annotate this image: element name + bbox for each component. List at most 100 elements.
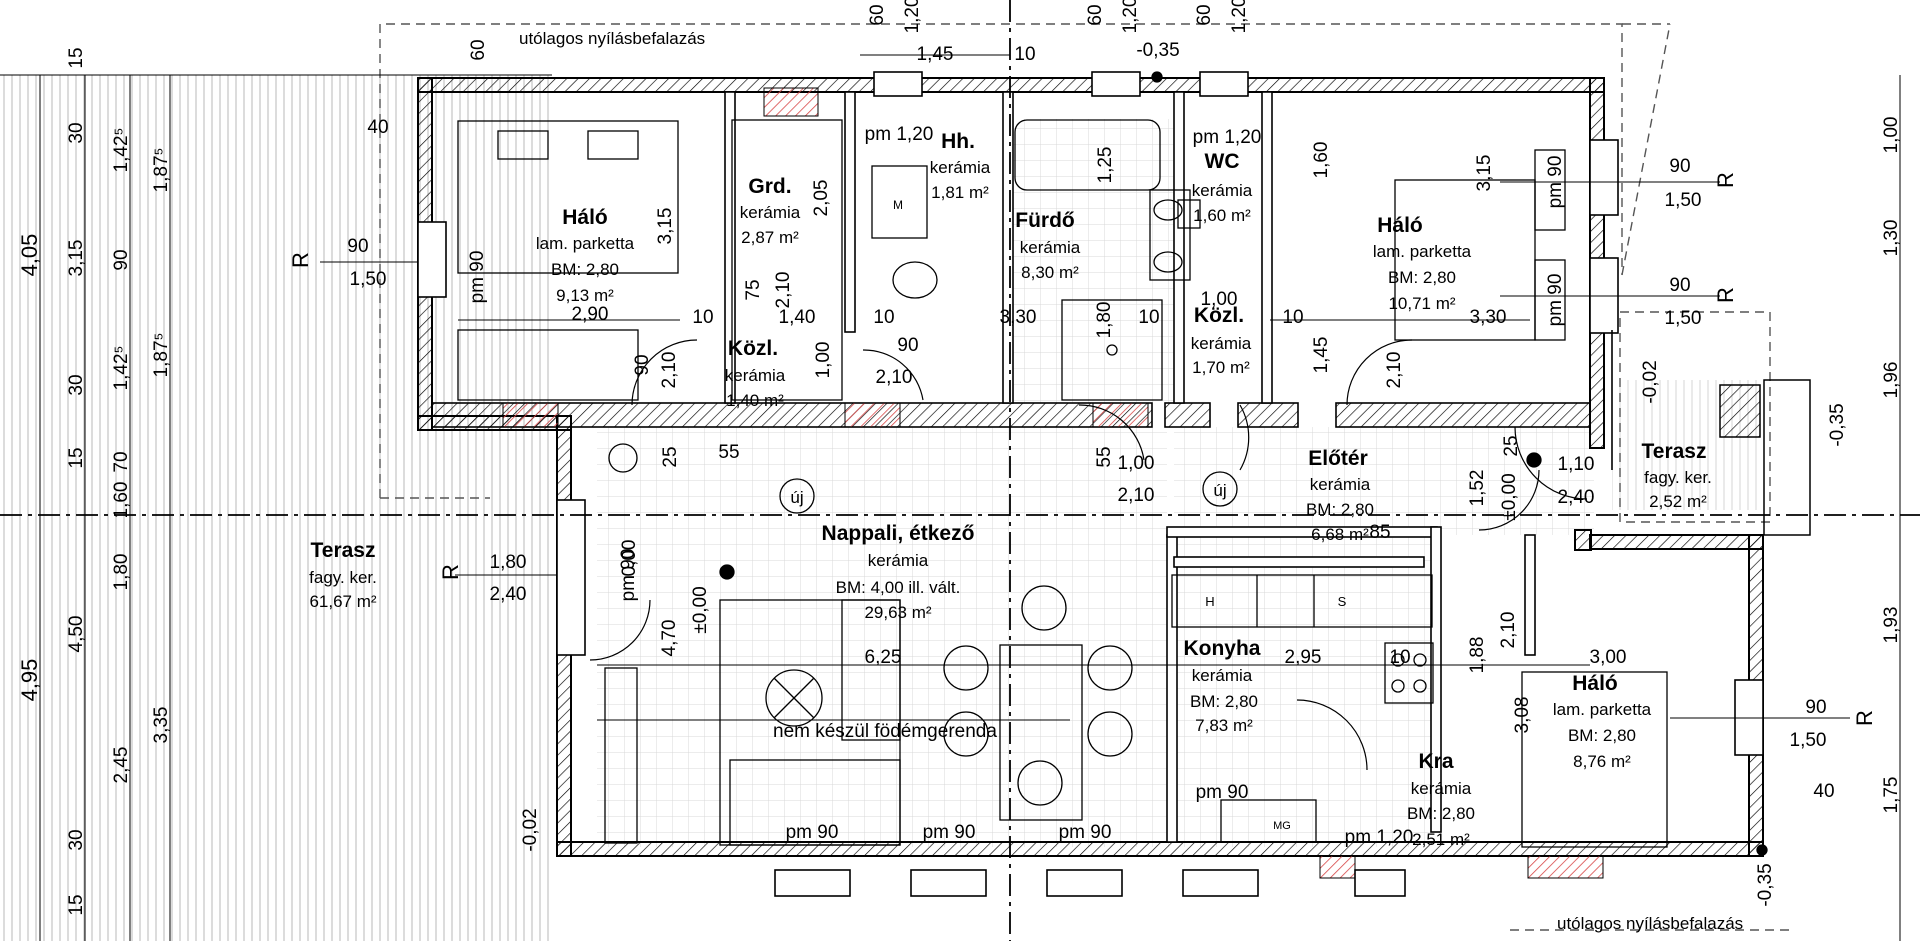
- room-kozl-1: Közl. kerámia 1,40 m²: [725, 337, 786, 410]
- dim-label: 1,45: [917, 44, 954, 65]
- dim-label: 1,10: [1558, 454, 1595, 475]
- room-area: 9,13 m²: [556, 286, 614, 305]
- dim-label: 55: [718, 442, 739, 463]
- dim-label: 2,10: [659, 352, 680, 389]
- dim-label: 70: [111, 451, 132, 472]
- horizontal-dims: 1,45 10 -0,35 40 40 pm 1,20 pm 1,20 pm 1…: [367, 40, 1834, 848]
- dim-label: 90: [111, 249, 132, 270]
- infill-marks: [502, 87, 1604, 879]
- room-area: 1,40 m²: [726, 391, 784, 410]
- dim-label: 2,10: [1498, 612, 1519, 649]
- room-terasz-2: Terasz fagy. ker. 2,52 m²: [1642, 440, 1712, 511]
- room-area: 2,87 m²: [741, 228, 799, 247]
- bath-tile-grid: [1012, 119, 1174, 404]
- dim-label: 90: [897, 335, 918, 356]
- dim-label: pm 90: [618, 549, 639, 602]
- dim-label: 30: [66, 122, 87, 143]
- room-name: Terasz: [311, 539, 376, 562]
- room-area: 7,83 m²: [1195, 716, 1253, 735]
- living-tile-grid: [597, 427, 1167, 847]
- room-height: BM: 2,80: [1568, 726, 1636, 745]
- room-kozl-2: Közl. kerámia 1,70 m²: [1191, 304, 1252, 377]
- room-height: BM: 2,80: [1407, 804, 1475, 823]
- room-name: Hh.: [941, 130, 975, 153]
- dim-label: 30: [66, 374, 87, 395]
- dim-label: 2,90: [572, 304, 609, 325]
- room-eloter: Előtér kerámia BM: 2,80 6,68 m²: [1306, 447, 1374, 544]
- dim-label: 2,95: [1285, 647, 1322, 668]
- room-name: Kra: [1418, 750, 1453, 773]
- vertical-dims: 60 1,20 60 1,20 60 1,20 60 3,15 3,15 2,0…: [468, 0, 1848, 907]
- dim-label: 1,80: [490, 552, 527, 573]
- dim-label: pm 90: [1545, 274, 1566, 327]
- room-material: kerámia: [1310, 475, 1371, 494]
- appliance-s: S: [1338, 594, 1347, 609]
- dim-label: 40: [1813, 781, 1834, 802]
- dim-label: 1,45: [1311, 337, 1332, 374]
- dim-label: pm 90: [1059, 822, 1112, 843]
- dim-label: -0,35: [1136, 40, 1179, 61]
- dim-label: -0,02: [1640, 360, 1661, 403]
- room-konyha: Konyha kerámia BM: 2,80 7,83 m²: [1183, 637, 1260, 735]
- room-name: Fürdő: [1015, 209, 1074, 232]
- furniture: [457, 119, 1668, 848]
- door-swings: [589, 339, 1588, 771]
- dim-label: 1,60: [1311, 142, 1332, 179]
- dim-label: 4,95: [17, 659, 42, 702]
- dim-label: pm 1,20: [1345, 827, 1414, 848]
- dim-label: 1,93: [1881, 607, 1902, 644]
- dim-label: 40: [367, 117, 388, 138]
- dim-label: 25: [660, 446, 681, 467]
- room-material: kerámia: [725, 366, 786, 385]
- dim-label: 3,30: [1000, 307, 1037, 328]
- level-markers: [719, 71, 1768, 856]
- room-halo-2: Háló lam. parketta BM: 2,80 10,71 m²: [1373, 214, 1472, 313]
- room-material: fagy. ker.: [1644, 468, 1712, 487]
- dim-label: 1,00: [1881, 117, 1902, 154]
- room-height: BM: 2,80: [1190, 692, 1258, 711]
- room-material: kerámia: [1411, 779, 1472, 798]
- appliance-h: H: [1205, 594, 1214, 609]
- room-nappali: Nappali, étkező kerámia BM: 4,00 ill. vá…: [822, 522, 975, 622]
- dim-label: pm 90: [1196, 782, 1249, 803]
- note-top-infill: utólagos nyílásbefalazás: [519, 29, 705, 48]
- dim-label: 1,00: [1201, 289, 1238, 310]
- room-name: WC: [1205, 150, 1240, 173]
- dim-label: 1,87⁵: [151, 148, 172, 193]
- dim-label: 10: [1282, 307, 1303, 328]
- section-mark-r-5: R: [1852, 710, 1877, 726]
- room-grd: Grd. kerámia 2,87 m²: [740, 175, 801, 247]
- dim-label: 1,87⁵: [151, 333, 172, 378]
- room-area: 6,68 m²: [1311, 525, 1369, 544]
- dim-label: 6,25: [865, 647, 902, 668]
- room-material: kerámia: [930, 158, 991, 177]
- room-area: 2,51 m²: [1412, 830, 1470, 849]
- dimension-lines: [0, 54, 1901, 941]
- dim-label: 2,10: [876, 367, 913, 388]
- dim-label: pm 90: [1545, 156, 1566, 209]
- new-marker-2: új: [1213, 481, 1226, 500]
- dim-label: 10: [1389, 647, 1410, 668]
- room-area: 8,30 m²: [1021, 263, 1079, 282]
- dim-label: 0,00: [619, 540, 640, 577]
- dim-label: 2,45: [111, 747, 132, 784]
- dim-label: 1,20: [1120, 0, 1141, 33]
- dim-label: 90: [1669, 275, 1690, 296]
- kitchen-tile-grid: [1167, 535, 1431, 847]
- room-height: BM: 4,00 ill. vált.: [836, 578, 961, 597]
- left-dims: 4,05 4,95 15 30 3,15 30 15 4,50 30 15 1,…: [17, 47, 172, 915]
- hall-tile-grid: [1174, 427, 1594, 535]
- room-material: kerámia: [1192, 666, 1253, 685]
- dim-label: 2,10: [1384, 352, 1405, 389]
- dim-label: 1,42⁵: [111, 346, 132, 391]
- note-bottom-infill: utólagos nyílásbefalazás: [1557, 914, 1743, 933]
- room-name: Háló: [562, 206, 608, 229]
- room-material: lam. parketta: [536, 234, 635, 253]
- room-name: Háló: [1572, 672, 1618, 695]
- section-mark-r-2: R: [438, 564, 463, 580]
- dim-label: 3,08: [1512, 697, 1533, 734]
- room-name: Konyha: [1183, 637, 1260, 660]
- terrace-post: [1763, 379, 1811, 536]
- dim-label: 2,40: [490, 584, 527, 605]
- dim-label: 1,50: [1790, 730, 1827, 751]
